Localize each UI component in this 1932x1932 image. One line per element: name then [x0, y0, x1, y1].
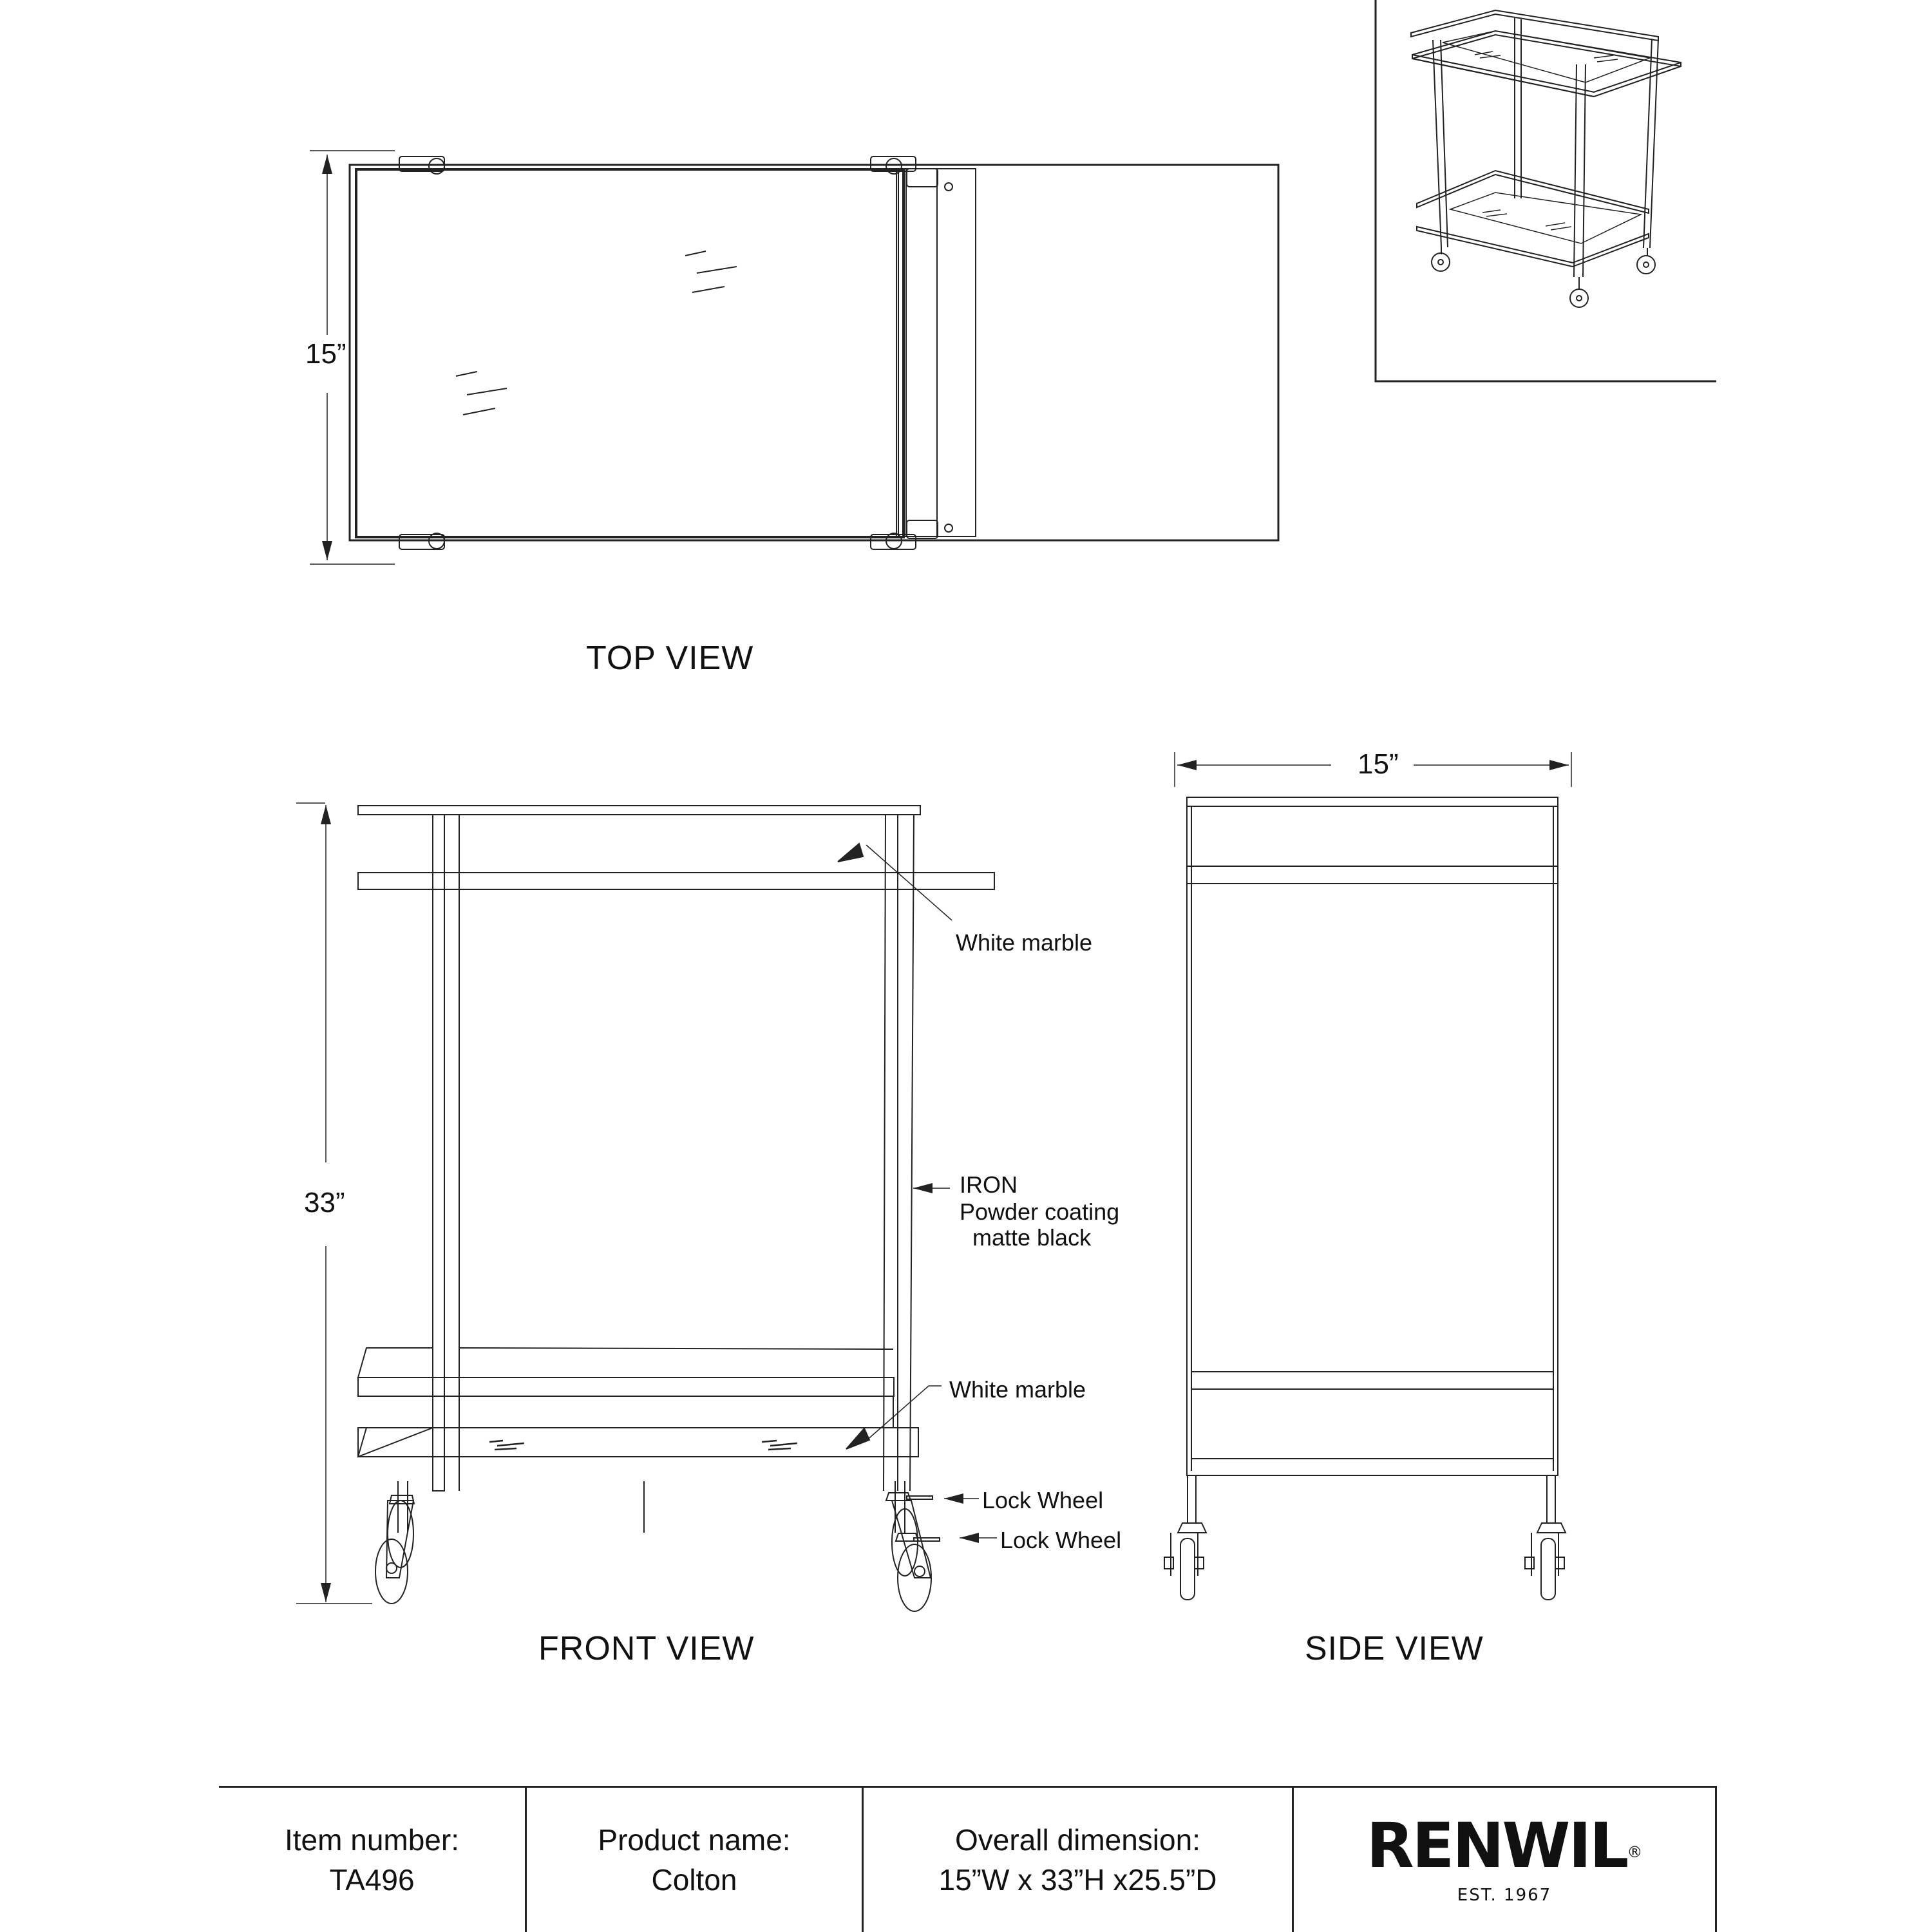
brand-established: EST. 1967	[1457, 1886, 1552, 1905]
callout-lock-wheel-lower: Lock Wheel	[1000, 1527, 1122, 1553]
callout-top-shelf-material: White marble	[956, 929, 1093, 956]
callout-lock-wheel-upper: Lock Wheel	[982, 1487, 1104, 1513]
overall-dimension-value: 15”W x 33”H x25.5”D	[938, 1863, 1217, 1897]
top-view-depth-dimension: 15”	[305, 338, 346, 370]
title-block-item-number: Item number: TA496	[219, 1786, 525, 1932]
item-number-label: Item number:	[285, 1823, 459, 1857]
registered-mark-icon: ®	[1627, 1843, 1643, 1861]
front-view	[296, 802, 997, 1612]
side-view-title: SIDE VIEW	[1305, 1630, 1484, 1667]
side-view-width-dimension: 15”	[1358, 748, 1399, 780]
item-number-value: TA496	[329, 1863, 415, 1897]
title-block-product-name: Product name: Colton	[525, 1786, 862, 1932]
product-name-label: Product name:	[598, 1823, 791, 1857]
callout-frame-finish: Powder coating	[960, 1198, 1120, 1225]
side-view	[1164, 752, 1572, 1600]
title-block-dimension: Overall dimension: 15”W x 33”H x25.5”D	[862, 1786, 1292, 1932]
top-view-title: TOP VIEW	[586, 639, 754, 677]
brand-logo: RENWIL®	[1367, 1815, 1643, 1877]
title-block-brand: RENWIL® EST. 1967	[1292, 1786, 1717, 1932]
front-view-height-dimension: 33”	[304, 1187, 345, 1218]
top-view	[310, 150, 1280, 565]
callout-bottom-shelf-material: White marble	[949, 1376, 1086, 1403]
callout-frame-material: IRON	[960, 1171, 1018, 1198]
isometric-view	[1374, 0, 1716, 383]
callout-frame-color: matte black	[972, 1224, 1092, 1251]
product-name-value: Colton	[651, 1863, 737, 1897]
brand-name: RENWIL	[1366, 1810, 1629, 1882]
overall-dimension-label: Overall dimension:	[955, 1823, 1200, 1857]
front-view-title: FRONT VIEW	[538, 1630, 755, 1667]
